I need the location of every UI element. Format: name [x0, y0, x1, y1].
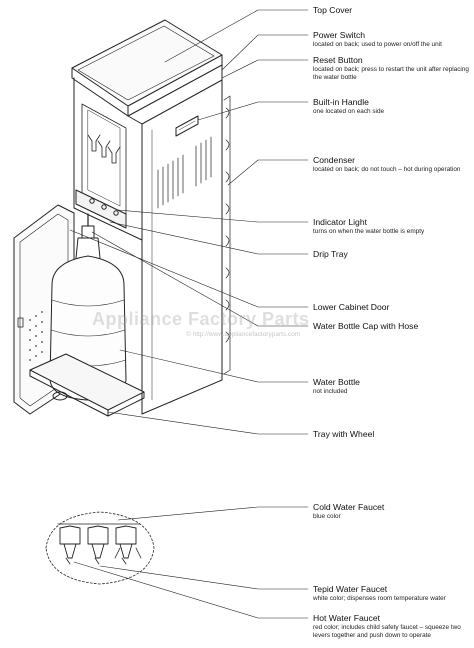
label-hot-faucet: Hot Water Faucet red color; includes chi…	[313, 613, 471, 639]
door-vent-dots	[29, 311, 43, 361]
label-water-bottle: Water Bottle not included	[313, 377, 471, 396]
label-drip-tray: Drip Tray	[313, 249, 471, 259]
cabinet-body	[73, 64, 231, 415]
label-title: Tepid Water Faucet	[313, 584, 388, 594]
body-faucets	[87, 134, 121, 164]
label-indicator-light: Indicator Light turns on when the water …	[313, 217, 471, 236]
label-reset-button: Reset Button located on back; press to r…	[313, 55, 471, 81]
label-description: not included	[313, 388, 348, 395]
label-description: turns on when the water bottle is empty	[313, 228, 425, 235]
label-title: Condenser	[313, 155, 356, 165]
label-power-switch: Power Switch located on back; used to po…	[313, 30, 471, 49]
label-title: Indicator Light	[313, 217, 367, 227]
watermark-text: Appliance Factory Parts	[92, 309, 310, 329]
label-title: Reset Button	[313, 55, 363, 65]
label-title: Hot Water Faucet	[313, 613, 381, 623]
label-description: red color; includes child safety faucet …	[313, 624, 461, 639]
label-top-cover: Top Cover	[313, 5, 471, 15]
watermark-url: © http://www.appliancefactoryparts.com	[186, 331, 301, 338]
label-title: Built-in Handle	[313, 97, 369, 107]
label-title: Drip Tray	[313, 249, 348, 259]
callout-lines	[69, 9, 309, 619]
label-description: one located on each side	[313, 108, 385, 115]
label-title: Top Cover	[313, 5, 353, 15]
drip-tray-shape	[75, 189, 127, 229]
label-title: Power Switch	[313, 30, 366, 40]
label-tepid-faucet: Tepid Water Faucet white color; dispense…	[313, 584, 471, 603]
label-description: white color; dispenses room temperature …	[313, 595, 446, 602]
label-description: blue color	[313, 513, 341, 520]
label-title: Water Bottle	[313, 377, 360, 387]
label-description: located on back; press to restart the un…	[313, 66, 469, 81]
label-tray-with-wheel: Tray with Wheel	[313, 429, 471, 439]
label-condenser: Condenser located on back; do not touch …	[313, 155, 471, 174]
label-title: Tray with Wheel	[313, 429, 375, 439]
label-title: Lower Cabinet Door	[313, 302, 390, 312]
label-water-bottle-cap: Water Bottle Cap with Hose	[313, 321, 471, 331]
label-description: located on back; used to power on/off th…	[313, 41, 442, 48]
label-built-in-handle: Built-in Handle one located on each side	[313, 97, 471, 116]
label-title: Water Bottle Cap with Hose	[313, 321, 419, 331]
top-cover-shape	[71, 19, 223, 117]
label-title: Cold Water Faucet	[313, 502, 385, 512]
faucet-detail-inset	[45, 511, 155, 585]
label-cold-faucet: Cold Water Faucet blue color	[313, 502, 471, 521]
label-lower-cabinet-door: Lower Cabinet Door	[313, 302, 471, 312]
tray-with-wheel-shape	[29, 353, 145, 417]
label-description: located on back; do not touch – hot duri…	[313, 166, 461, 173]
